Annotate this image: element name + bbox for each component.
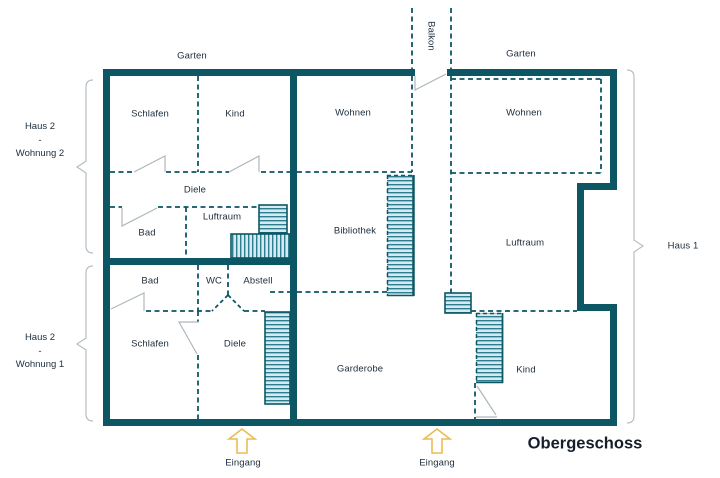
garten-left-label: Garten bbox=[177, 50, 207, 62]
stairs-hatch bbox=[264, 311, 291, 405]
room-label-wohnen-right: Wohnen bbox=[506, 107, 542, 119]
stairs-hatch bbox=[387, 175, 414, 296]
bracket-haus1 bbox=[626, 69, 645, 424]
door-swing bbox=[177, 321, 199, 355]
annotation-brackets bbox=[75, 69, 645, 424]
balkon-label: Balkon bbox=[425, 21, 437, 51]
stairs bbox=[230, 174, 504, 405]
bracket-wohnung2 bbox=[75, 79, 94, 254]
apartment-label-wohnung2: Haus 2 - Wohnung 2 bbox=[16, 120, 64, 161]
door-swing bbox=[476, 385, 497, 416]
wall-segment bbox=[447, 69, 617, 76]
room-label-abstell-w1: Abstell bbox=[243, 275, 273, 287]
stairs-hatch bbox=[444, 292, 472, 314]
room-label-wohnen-left: Wohnen bbox=[335, 107, 371, 119]
wall-segment bbox=[103, 69, 415, 76]
apartment-label-line: Haus 2 bbox=[24, 120, 56, 132]
entrance-arrows bbox=[226, 427, 453, 454]
wall-segment bbox=[610, 69, 617, 190]
bracket-wohnung1 bbox=[75, 265, 94, 422]
door-swing bbox=[110, 292, 145, 311]
room-label-kind-w2: Kind bbox=[225, 108, 245, 120]
apartment-label-line: Haus 2 bbox=[24, 331, 56, 343]
apartment-label-line: Wohnung 1 bbox=[15, 358, 65, 370]
room-label-schlafen-w2: Schlafen bbox=[131, 108, 169, 120]
stairs-hatch bbox=[230, 233, 291, 259]
apartment-label-line: - bbox=[38, 345, 42, 357]
page-title: Obergeschoss bbox=[527, 434, 643, 453]
wall-segment bbox=[577, 183, 617, 190]
door-swing bbox=[228, 155, 260, 173]
wall-segment bbox=[577, 304, 617, 311]
room-label-garderobe: Garderobe bbox=[336, 363, 384, 375]
apartment-label-line: Wohnung 2 bbox=[15, 147, 65, 159]
room-label-kind-h1: Kind bbox=[516, 364, 536, 376]
entrance-arrow-icon bbox=[226, 427, 258, 454]
stairs-hatch bbox=[476, 313, 502, 383]
room-label-diele-w1: Diele bbox=[223, 338, 247, 350]
apartment-label-wohnung1: Haus 2 - Wohnung 1 bbox=[16, 331, 64, 372]
wall-segment bbox=[103, 258, 297, 265]
door-swing bbox=[121, 207, 158, 227]
room-label-bad-w2: Bad bbox=[138, 227, 156, 239]
walls bbox=[103, 69, 617, 426]
entrance-arrow-icon bbox=[421, 427, 453, 454]
eingang-left-label: Eingang bbox=[225, 457, 261, 469]
wall-segment bbox=[610, 304, 617, 426]
wall-segment bbox=[103, 419, 617, 426]
partition-line bbox=[211, 294, 229, 312]
room-label-bad-w1: Bad bbox=[141, 275, 159, 287]
room-label-schlafen-w1: Schlafen bbox=[131, 338, 169, 350]
apartment-label-line: - bbox=[38, 134, 42, 146]
garten-right-label: Garten bbox=[506, 48, 536, 60]
room-label-luftraum-w2: Luftraum bbox=[202, 211, 242, 223]
partition-line bbox=[227, 294, 245, 312]
wall-segment bbox=[577, 183, 584, 311]
haus1-label: Haus 1 bbox=[667, 240, 699, 252]
door-swings bbox=[110, 73, 497, 418]
door-swing bbox=[133, 155, 166, 173]
room-label-luftraum-h1: Luftraum bbox=[505, 237, 545, 249]
room-label-wc-w1: WC bbox=[205, 275, 223, 287]
eingang-right-label: Eingang bbox=[419, 457, 455, 469]
stairs-hatch bbox=[258, 204, 288, 234]
wall-segment bbox=[290, 69, 297, 426]
room-label-diele-w2: Diele bbox=[183, 184, 207, 196]
door-swing bbox=[414, 73, 447, 91]
dashed-partitions bbox=[110, 8, 602, 419]
wall-segment bbox=[103, 69, 110, 426]
room-label-bibliothek: Bibliothek bbox=[333, 225, 377, 237]
